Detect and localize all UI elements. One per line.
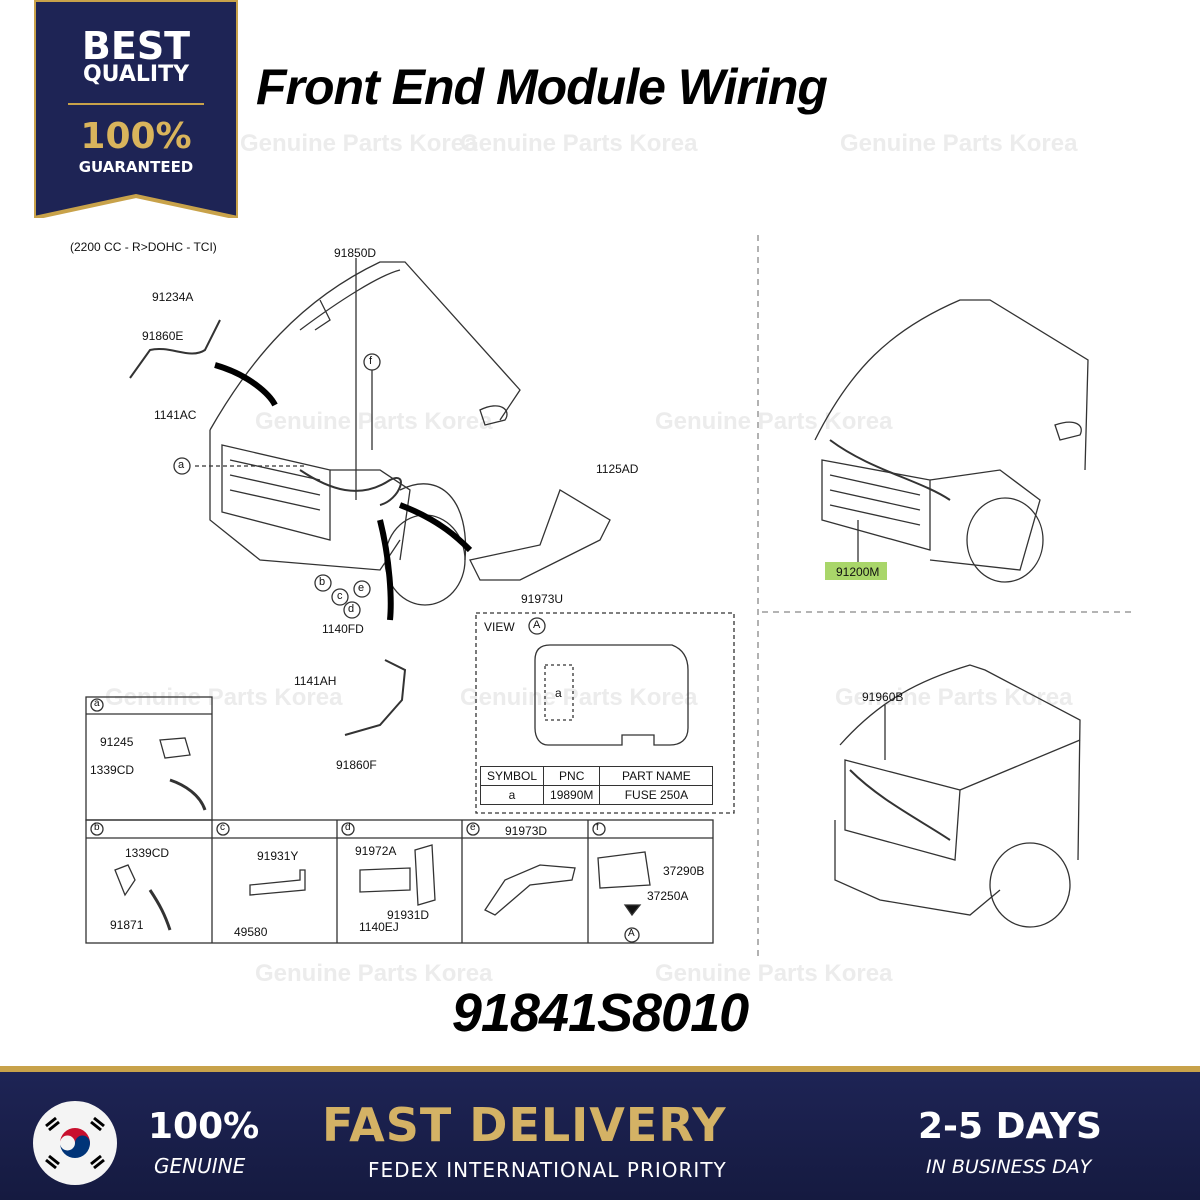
watermark: Genuine Parts Korea (255, 408, 493, 435)
footer-genuine: GENUINE (154, 1154, 246, 1178)
watermark: Genuine Parts Korea (840, 130, 1078, 157)
callout-91860E: 91860E (142, 329, 184, 343)
badge-quality: QUALITY (82, 62, 190, 87)
badge-best: BEST (81, 24, 191, 68)
detail-a-91245: 91245 (100, 735, 134, 749)
callout-91960B: 91960B (862, 690, 904, 704)
table-header-symbol: SYMBOL (479, 766, 545, 786)
marker-f: f (369, 355, 373, 367)
panel-f-marker-A: A (628, 928, 635, 939)
korea-flag-icon (33, 1101, 117, 1185)
watermark: Genuine Parts Korea (255, 960, 493, 987)
detail-b-1339CD: 1339CD (125, 846, 170, 860)
callout-1125AD: 1125AD (596, 462, 639, 476)
view-box-letter: a (555, 686, 562, 700)
table-header-pnc: PNC (543, 766, 601, 786)
table-cell-pnc: 19890M (543, 785, 601, 805)
detail-f-37290B: 37290B (663, 864, 705, 878)
callout-1140FD: 1140FD (322, 622, 364, 636)
callout-1141AH: 1141AH (294, 674, 337, 688)
detail-d-91931D: 91931D (387, 908, 430, 922)
panel-a-letter: a (94, 698, 100, 709)
rear-car-illustration (834, 664, 1081, 928)
right-front-car-illustration (814, 299, 1089, 583)
panel-f-letter: f (596, 822, 599, 833)
front-car-illustration (209, 261, 521, 606)
footer-days: 2-5 DAYS (918, 1106, 1102, 1147)
panel-b-letter: b (94, 822, 100, 833)
watermark: Genuine Parts Korea (655, 408, 893, 435)
marker-c: c (337, 590, 343, 602)
table-cell-symbol: a (479, 785, 545, 805)
watermark: Genuine Parts Korea (460, 130, 698, 157)
marker-b: b (319, 576, 326, 588)
callout-91234A: 91234A (152, 290, 194, 304)
callout-1141AC: 1141AC (154, 408, 197, 422)
table-header-part-name: PART NAME (599, 766, 714, 786)
watermark: Genuine Parts Korea (240, 130, 478, 157)
panel-e-letter: e (470, 822, 476, 833)
best-quality-badge (34, 0, 238, 218)
badge-percent: 100% (80, 116, 192, 157)
watermark: Genuine Parts Korea (460, 684, 698, 711)
marker-d: d (348, 603, 355, 615)
footer-fast-delivery: FAST DELIVERY (322, 1098, 727, 1152)
part-number: 91841S8010 (451, 983, 749, 1043)
detail-d-1140EJ: 1140EJ (359, 920, 399, 934)
panel-c-letter: c (220, 822, 225, 833)
footer-business-day: IN BUSINESS DAY (926, 1156, 1092, 1178)
footer-100-percent: 100% (148, 1106, 260, 1147)
view-marker-A: A (533, 619, 541, 631)
callout-91850D: 91850D (334, 246, 377, 260)
detail-b-91871: 91871 (110, 918, 144, 932)
parts-table: SYMBOL PNC PART NAME a 19890M FUSE 250A (479, 766, 714, 805)
panel-d-letter: d (345, 822, 351, 833)
detail-c-91931Y: 91931Y (257, 849, 299, 863)
view-label: VIEW (484, 620, 515, 634)
engine-note: (2200 CC - R>DOHC - TCI) (70, 240, 217, 254)
detail-c-49580: 49580 (234, 925, 268, 939)
callout-91973U: 91973U (521, 592, 564, 606)
page-title: Front End Module Wiring (256, 59, 828, 115)
badge-guaranteed: GUARANTEED (78, 158, 194, 176)
detail-d-91972A: 91972A (355, 844, 397, 858)
detail-e-91973D: 91973D (505, 824, 548, 838)
detail-a-1339CD: 1339CD (90, 763, 135, 777)
table-cell-part-name: FUSE 250A (599, 785, 714, 805)
callout-91860F: 91860F (336, 758, 377, 772)
marker-a: a (178, 459, 185, 471)
detail-f-37250A: 37250A (647, 889, 689, 903)
watermark: Genuine Parts Korea (835, 684, 1073, 711)
marker-e: e (358, 582, 365, 594)
watermark: Genuine Parts Korea (655, 960, 893, 987)
footer-banner: 100% GENUINE FAST DELIVERY FEDEX INTERNA… (0, 1066, 1200, 1200)
footer-fedex: FEDEX INTERNATIONAL PRIORITY (368, 1158, 727, 1182)
callout-91200M: 91200M (836, 565, 880, 579)
